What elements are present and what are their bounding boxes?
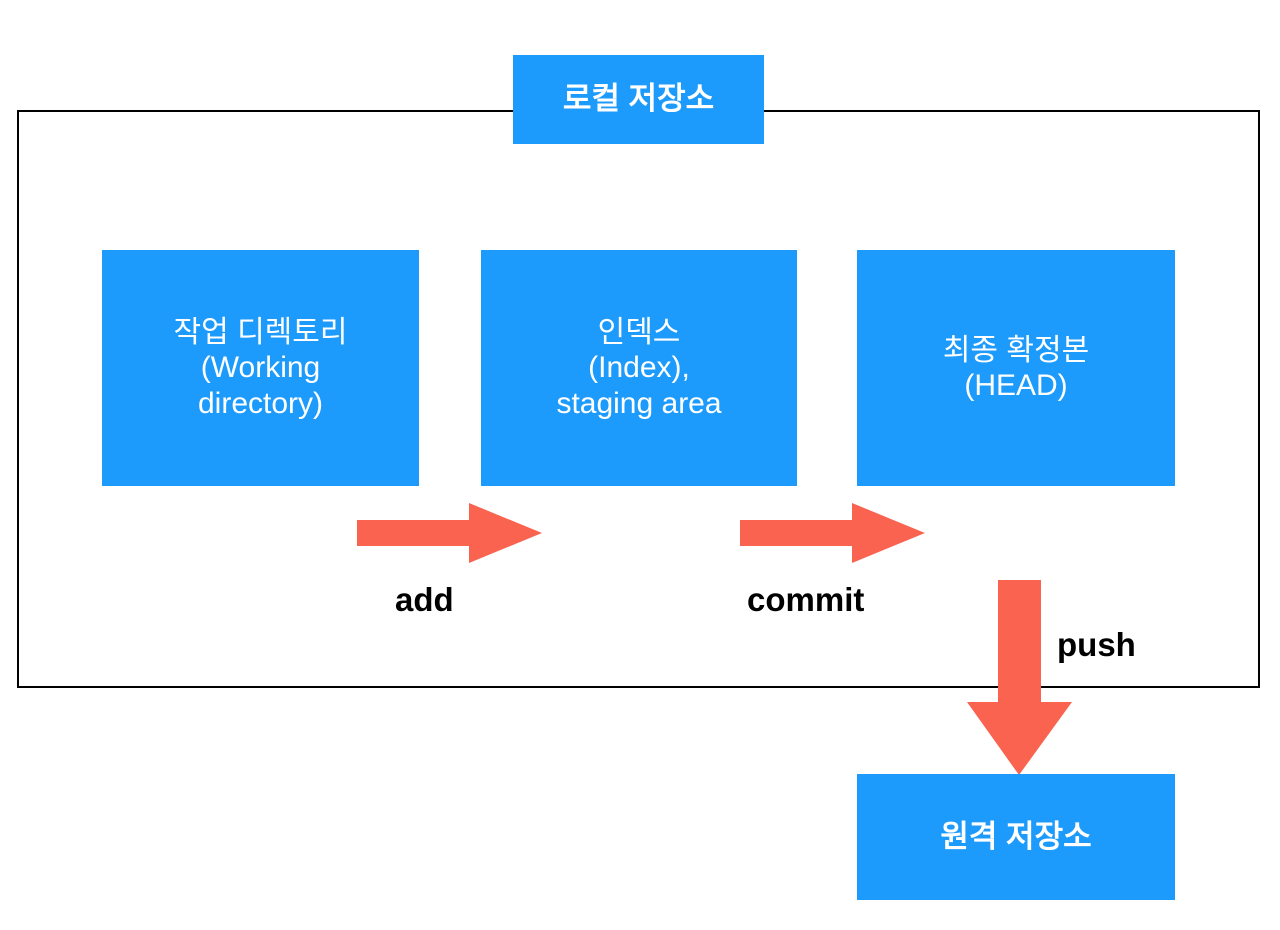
local-repository-title-label: 로컬 저장소 xyxy=(562,81,715,117)
stage-line: 작업 디렉토리 xyxy=(173,315,348,349)
remote-repository-label: 원격 저장소 xyxy=(940,818,1092,854)
commit-arrow-label: commit xyxy=(747,581,865,618)
local-repository-title-box: 로컬 저장소 xyxy=(513,55,764,144)
remote-repository-box: 원격 저장소 xyxy=(857,774,1175,900)
stage-line: staging area xyxy=(556,386,722,420)
stage-box-working-directory: 작업 디렉토리 (Working directory) xyxy=(102,250,419,486)
add-arrow-icon xyxy=(357,503,542,563)
add-arrow-label: add xyxy=(395,581,454,618)
commit-arrow-icon xyxy=(740,503,925,563)
stage-box-index-staging-area: 인덱스 (Index), staging area xyxy=(481,250,797,486)
stage-line: directory) xyxy=(197,386,324,420)
stage-box-head: 최종 확정본 (HEAD) xyxy=(857,250,1175,486)
stage-line: (HEAD) xyxy=(964,369,1068,402)
stage-line: 인덱스 xyxy=(597,315,681,349)
push-arrow-icon xyxy=(967,580,1072,775)
stage-line: 최종 확정본 xyxy=(942,333,1090,367)
stage-line: (Index), xyxy=(588,351,690,385)
stage-line: (Working xyxy=(200,351,321,385)
push-arrow-label: push xyxy=(1057,626,1136,663)
